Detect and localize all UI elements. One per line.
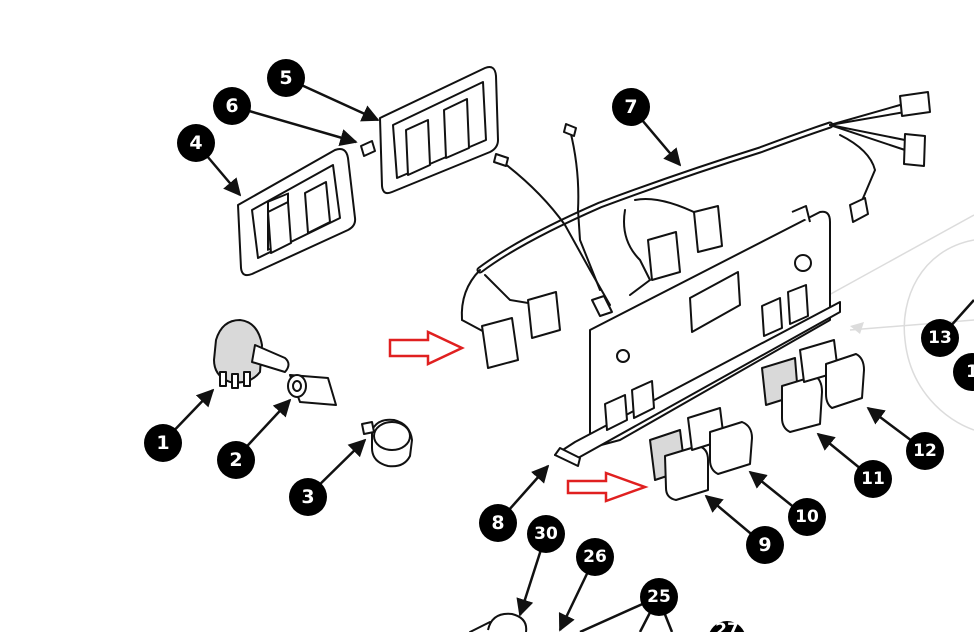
callout-11: 11: [854, 460, 892, 498]
potentiometer-part-1: [213, 319, 290, 389]
svg-text:4: 4: [189, 132, 202, 154]
callout-7: 7: [612, 88, 650, 126]
callout-4: 4: [177, 124, 215, 162]
callout-26: 26: [576, 538, 614, 576]
svg-text:8: 8: [491, 512, 504, 534]
callout-12: 12: [906, 432, 944, 470]
svg-text:5: 5: [279, 67, 292, 89]
callout-6: 6: [213, 87, 251, 125]
callout-2: 2: [217, 441, 255, 479]
svg-text:27: 27: [715, 620, 739, 632]
svg-text:7: 7: [624, 96, 637, 118]
callout-10: 10: [788, 498, 826, 536]
svg-text:13: 13: [928, 328, 952, 348]
callout-9: 9: [746, 526, 784, 564]
svg-text:2: 2: [229, 449, 242, 471]
svg-text:3: 3: [301, 486, 314, 508]
callout-5: 5: [267, 59, 305, 97]
screw-part-6: [360, 140, 376, 157]
callout-8: 8: [479, 504, 517, 542]
knob-part-3: [361, 418, 413, 468]
bushing-part-2: [287, 374, 337, 406]
switch-plate-part-5: [379, 66, 499, 195]
highlight-arrow-harness: [388, 330, 465, 366]
highlight-arrow-switches: [566, 471, 649, 503]
callout-30: 30: [527, 515, 565, 553]
rocker-switch-part-10: [687, 407, 753, 475]
svg-text:30: 30: [534, 524, 558, 544]
svg-text:10: 10: [795, 507, 819, 527]
callout-14: 14: [953, 353, 974, 391]
callout-13: 13: [921, 319, 959, 357]
rocker-switch-part-12: [799, 339, 865, 409]
callout-27: 27: [709, 620, 745, 632]
wiring-harness-part-7: [460, 91, 931, 369]
switch-plate-part-4: [237, 148, 357, 277]
svg-text:12: 12: [913, 441, 937, 461]
rocker-switch-part-9: [649, 429, 709, 501]
svg-text:26: 26: [583, 547, 607, 567]
callout-3: 3: [289, 478, 327, 516]
svg-text:25: 25: [647, 587, 671, 607]
svg-text:9: 9: [758, 534, 771, 556]
svg-text:11: 11: [861, 469, 885, 489]
svg-text:6: 6: [225, 95, 238, 117]
callout-25: 25: [640, 578, 678, 616]
bottom-partial-parts: [469, 612, 528, 632]
svg-text:1: 1: [156, 432, 169, 454]
bracket-part-8: [554, 205, 841, 467]
svg-text:14: 14: [966, 362, 974, 382]
callout-1: 1: [144, 424, 182, 462]
